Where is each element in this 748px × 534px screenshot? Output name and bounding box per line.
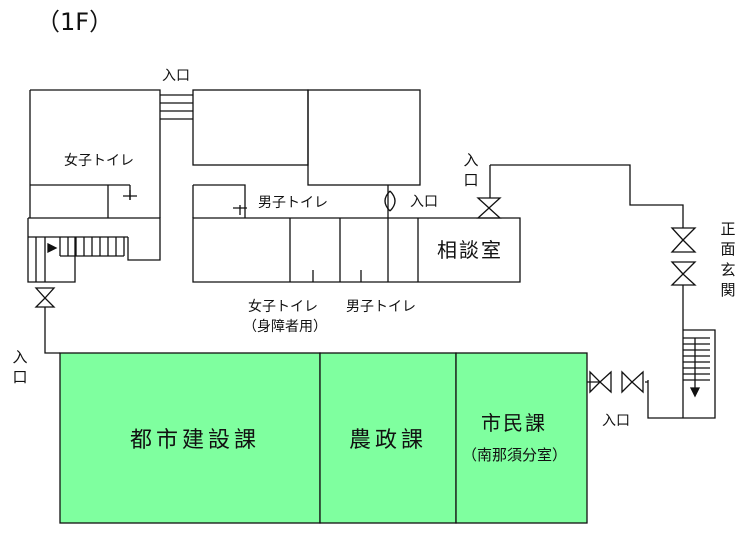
west-stair-arrow	[47, 242, 58, 254]
east-door-icon-1	[589, 370, 612, 394]
women-toilet-accessible-label: 女子トイレ	[248, 299, 318, 315]
main-entrance-label: 正 面 玄 関	[720, 219, 736, 300]
west-stair-treads	[59, 237, 125, 257]
men-toilet-south-label: 男子トイレ	[346, 299, 416, 315]
citizens-room[interactable]	[455, 352, 588, 524]
main-door-icon-1	[670, 227, 697, 253]
main-entrance-char-2: 面	[720, 240, 736, 259]
floor-label: （1F）	[36, 8, 114, 36]
main-entrance-char-3: 玄	[720, 260, 736, 279]
east-stair-block	[647, 285, 716, 419]
citizens-sub-label: （南那須分室）	[462, 446, 568, 464]
main-entrance-char-4: 関	[720, 280, 736, 299]
agriculture-label: 農政課	[349, 428, 428, 453]
consultation-room-label: 相談室	[437, 238, 503, 262]
accessible-note: （身障者用）	[243, 319, 327, 335]
men-toilet-north-wall	[192, 184, 246, 218]
agriculture-room[interactable]	[319, 352, 457, 524]
city-planning-label: 都市建設課	[130, 428, 261, 453]
west-stair-block	[27, 217, 161, 283]
east-corridor-upper	[490, 164, 684, 228]
north-building-east	[307, 89, 421, 186]
main-entrance-char-1: 正	[720, 220, 736, 238]
city-planning-room[interactable]	[59, 352, 321, 524]
west-entrance-char-2: 口	[12, 368, 28, 387]
west-entrance-corridor	[44, 307, 60, 354]
east-stair-treads	[683, 337, 710, 395]
north-building-west	[192, 89, 309, 166]
north-entrance-label: 入口	[162, 68, 190, 84]
west-entrance-char-1: 入	[12, 348, 28, 366]
north-connecting-corridor	[160, 94, 193, 120]
northeast-entrance-label: 入口	[463, 151, 479, 190]
east-door-icon-2	[621, 370, 644, 394]
toilet-marker-women-west	[123, 190, 137, 200]
women-toilet-west-wall	[30, 184, 131, 218]
east-stair-arrow	[689, 387, 701, 398]
east-entrance-label: 入口	[602, 413, 630, 429]
women-toilet-west-label: 女子トイレ	[64, 153, 134, 169]
citizens-label: 市民課	[481, 411, 547, 435]
northwest-building	[29, 89, 161, 218]
west-entrance-label: 入 口	[12, 347, 28, 388]
west-door-icon	[34, 287, 56, 308]
central-building	[192, 217, 521, 283]
northeast-door-icon	[476, 197, 502, 219]
toilet-marker-men-north	[233, 205, 247, 215]
hall-door-entrance-label: 入口	[410, 194, 438, 210]
hall-door-icon	[384, 190, 396, 212]
men-toilet-north-label: 男子トイレ	[258, 195, 328, 211]
central-building-partitions	[289, 218, 419, 282]
main-door-icon-2	[670, 261, 697, 286]
